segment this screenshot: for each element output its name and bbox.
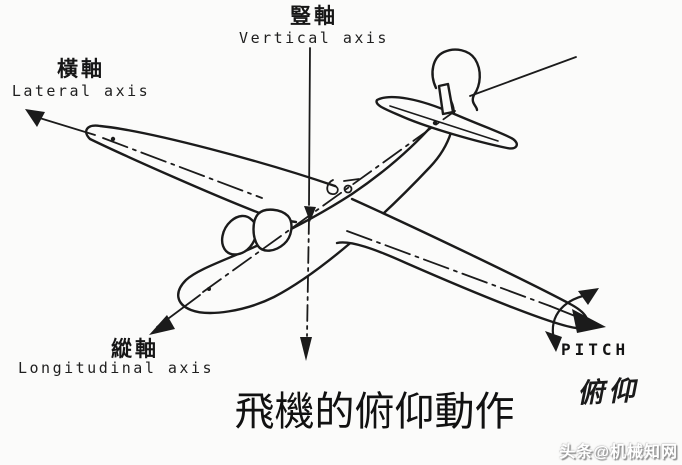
longitudinal-axis-line [149, 56, 577, 335]
stabilizer-inner-line [389, 105, 499, 142]
figure-caption: 飛機的俯仰動作 [234, 389, 515, 434]
left-wing [85, 124, 337, 224]
vertical-axis-label: 豎軸 Vertical axis [199, 3, 429, 48]
pitch-label-cjk: 俯仰 [576, 375, 640, 409]
canopy-front-window [220, 214, 258, 256]
longitudinal-axis-label-cjk: 縱軸 [111, 337, 159, 361]
tail-fin [431, 48, 481, 112]
lateral-axis-right-arrowhead [572, 309, 606, 333]
pitch-label-en: PITCH [561, 340, 630, 359]
pitch-rotation-arrow [545, 288, 599, 352]
wing-dot [110, 136, 116, 142]
longitudinal-axis-label-en: Longitudinal axis [17, 359, 215, 377]
pitch-arrowhead-down [545, 331, 562, 352]
pitch-arrowhead-up [578, 288, 599, 305]
lateral-axis-label: 橫軸 Lateral axis [0, 56, 162, 101]
lateral-axis-label-cjk: 橫軸 [57, 57, 105, 81]
lateral-axis-left-arrowhead [25, 109, 45, 127]
vertical-axis-center-arrowhead [304, 206, 316, 222]
watermark: 头条@机械知网 [559, 444, 678, 461]
right-wing [335, 197, 589, 330]
longitudinal-axis-arrowhead [149, 315, 175, 335]
vertical-axis-label-en: Vertical axis [239, 29, 389, 48]
vertical-axis-line [300, 47, 316, 361]
canopy-rear-window [252, 208, 293, 252]
vertical-axis-label-cjk: 豎軸 [290, 4, 338, 28]
lateral-axis-line [25, 109, 606, 333]
vertical-axis-arrowhead [300, 337, 312, 361]
center-mark [326, 178, 360, 195]
lateral-axis-label-en: Lateral axis [11, 82, 151, 101]
